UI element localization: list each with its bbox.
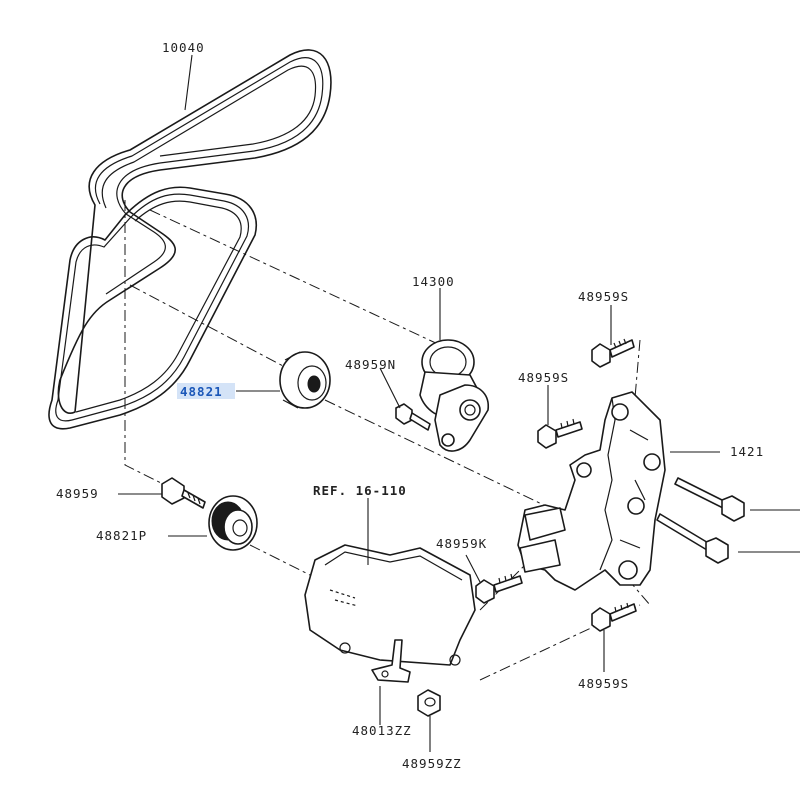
drive-belt[interactable] — [48, 49, 332, 430]
tensioner-bracket[interactable] — [517, 391, 666, 591]
label-tensioner[interactable]: 14300 — [412, 274, 455, 289]
clip-bolt[interactable] — [417, 689, 441, 717]
label-bolt-s-bottom[interactable]: 48959S — [578, 676, 629, 691]
tensioner-bolt[interactable] — [395, 403, 431, 431]
label-bolt-s-middle[interactable]: 48959S — [518, 370, 569, 385]
label-bracket[interactable]: 1421 — [730, 444, 764, 459]
label-clip[interactable]: 48013ZZ — [352, 723, 412, 738]
long-bolt-upper[interactable] — [674, 477, 745, 522]
label-idler-pulley-highlight — [177, 383, 235, 399]
label-idler-pulley-p[interactable]: 48821P — [96, 528, 147, 543]
label-bolt-zz[interactable]: 48959ZZ — [402, 756, 462, 771]
pulley-bolt[interactable] — [161, 477, 206, 509]
label-bolt-pulley[interactable]: 48959 — [56, 486, 99, 501]
label-bolt-n[interactable]: 48959N — [345, 357, 396, 372]
label-ref[interactable]: REF. 16-110 — [313, 483, 407, 498]
idler-pulley[interactable] — [279, 351, 331, 409]
leader-lines — [118, 54, 800, 752]
tensioner-assembly[interactable] — [419, 339, 490, 452]
part-labels: 10040 14300 48821 48959N 48959S 48959S 1… — [56, 40, 764, 771]
label-bolt-s-top[interactable]: 48959S — [578, 289, 629, 304]
bracket-clip[interactable] — [371, 639, 411, 683]
bracket-bolt-middle[interactable] — [537, 418, 583, 449]
bracket-bolt-bottom[interactable] — [591, 602, 637, 632]
bracket-bolt-top[interactable] — [591, 338, 635, 368]
ribbed-idler-pulley[interactable] — [208, 495, 258, 551]
engine-cover-reference-part — [304, 544, 476, 666]
label-belt[interactable]: 10040 — [162, 40, 205, 55]
bracket-bolt-k[interactable] — [475, 573, 523, 604]
long-bolt-lower[interactable] — [656, 513, 729, 564]
label-idler-pulley[interactable]: 48821 — [180, 384, 223, 399]
label-bolt-k[interactable]: 48959K — [436, 536, 487, 551]
